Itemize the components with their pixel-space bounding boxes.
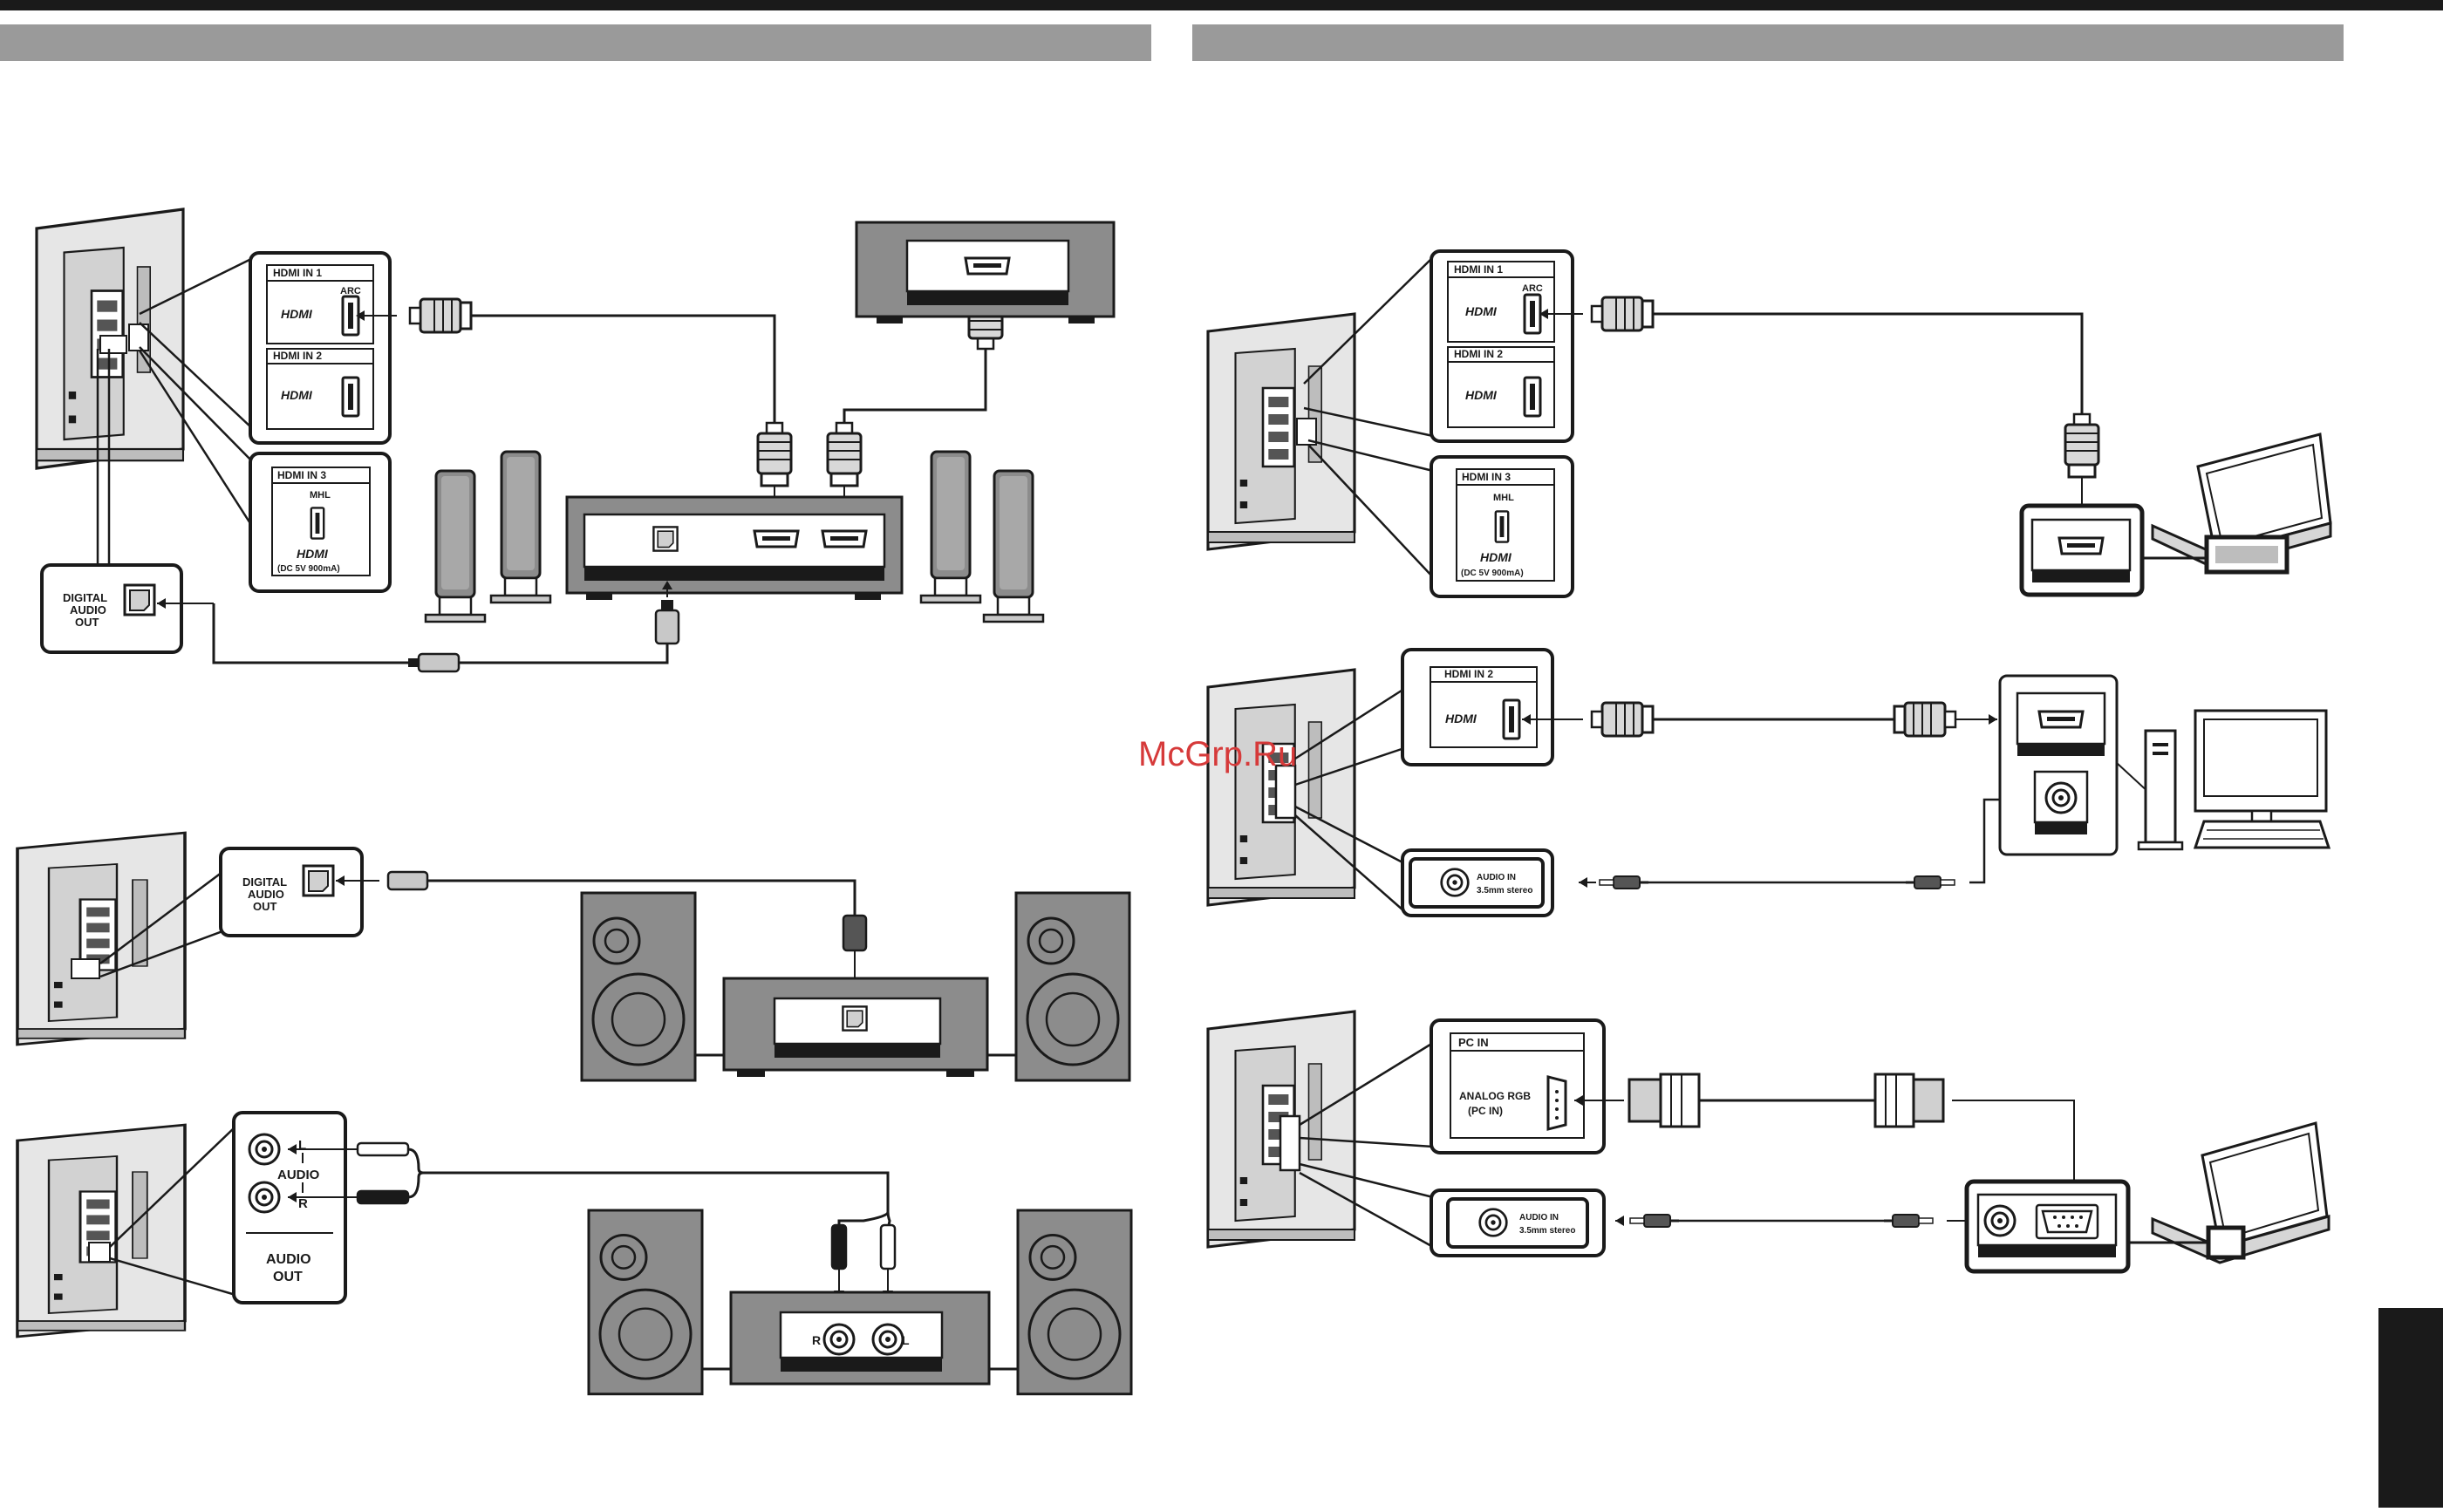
hdmi-in-2-port-pc[interactable]: [1504, 700, 1519, 739]
arc-label: ARC: [1522, 283, 1543, 294]
top-rule: [0, 0, 2443, 10]
digital-audio-out-jack-2[interactable]: [304, 866, 333, 896]
digital-audio-out-jack[interactable]: [125, 585, 154, 615]
pc-in-label: PC IN: [1458, 1036, 1489, 1049]
page-edge-tab: [2378, 1308, 2443, 1508]
left-section-header-bar: [0, 24, 1151, 61]
pc-in-vga-port[interactable]: [1548, 1077, 1566, 1129]
digital-audio-out-label-2: AUDIO: [70, 603, 106, 616]
rca-cable: [423, 1173, 888, 1212]
laptop-hdmi-port: [2059, 538, 2103, 554]
watermark: McGrp.Ru: [1138, 735, 1297, 773]
speaker-left-3: [589, 1210, 702, 1394]
hdmi-logo: HDMI: [1480, 550, 1512, 564]
audio-out-l-jack[interactable]: [249, 1134, 279, 1164]
receiver-r-jack: [824, 1325, 854, 1354]
speaker-left-2: [582, 893, 695, 1080]
hdmi-in-1-label: HDMI IN 1: [273, 267, 322, 279]
digital-audio-out-panel: [42, 565, 181, 652]
speaker-right-2: [1016, 893, 1129, 1080]
amp-optical-in: [653, 527, 677, 550]
dc-rating-label: (DC 5V 900mA): [277, 564, 340, 574]
tv-back-left-3: [17, 1125, 185, 1337]
hdmi-cable-laptop: [1653, 314, 2082, 419]
tower-speaker-1: [426, 471, 485, 622]
tv-back-right-1: [1208, 314, 1355, 549]
digital-audio-out-label-2: AUDIO: [248, 888, 284, 901]
hdmi-in-3-label: HDMI IN 3: [277, 469, 326, 481]
arc-label: ARC: [340, 286, 361, 296]
digital-audio-out-label-1: DIGITAL: [242, 875, 287, 889]
hdmi-logo: HDMI: [281, 388, 313, 402]
audio-out-label-1: AUDIO: [266, 1252, 311, 1267]
tv-back-left-2: [17, 833, 185, 1045]
hdmi-in-3-label: HDMI IN 3: [1462, 471, 1511, 483]
tower-speaker-2: [491, 452, 550, 603]
receiver-l-label: L: [902, 1333, 910, 1347]
hdmi-logo: HDMI: [297, 547, 329, 561]
tower-speaker-4: [984, 471, 1043, 622]
audio-in-label: AUDIO IN: [1519, 1213, 1559, 1223]
hdmi-logo: HDMI: [281, 307, 313, 321]
hdmi-plug-amp-in-2: [828, 423, 861, 486]
amp-hdmi-in-1: [754, 531, 798, 547]
digital-audio-out-panel-2: [221, 848, 362, 936]
hdmi-plug-laptop: [2065, 414, 2098, 477]
hdmi-in-2-port-right[interactable]: [1525, 378, 1540, 416]
receiver-l-jack: [873, 1325, 903, 1354]
mhl-label: MHL: [310, 490, 331, 501]
hdmi-in-1-port-right[interactable]: [1525, 295, 1540, 333]
dc-rating-label: (DC 5V 900mA): [1461, 569, 1524, 578]
digital-audio-out-label-3: OUT: [253, 900, 277, 913]
hdmi-plug-amp-in-1: [758, 423, 791, 486]
audio-in-jack-vga[interactable]: [1480, 1209, 1507, 1236]
hdmi-in-3-port[interactable]: [311, 507, 324, 538]
receiver-r-label: R: [812, 1333, 821, 1347]
tower-speaker-3: [921, 452, 980, 603]
desktop-tower: [2146, 731, 2175, 842]
player-hdmi-out: [966, 258, 1009, 274]
amp-hdmi-in-2: [822, 531, 866, 547]
optical-cable-1: [214, 603, 419, 663]
hdmi-in-2-label: HDMI IN 2: [1454, 348, 1503, 360]
hdmi-cable-player: [844, 349, 986, 436]
stereo-35-label: 3.5mm stereo: [1477, 886, 1532, 896]
audio-l-label: L: [298, 1138, 306, 1153]
vga-plug-tv: [1629, 1074, 1699, 1127]
audio-r-label: R: [298, 1196, 308, 1211]
hdmi-logo: HDMI: [1445, 712, 1477, 725]
hdmi-cable-arc: [471, 316, 775, 436]
vga-plug-laptop: [1875, 1074, 1943, 1127]
hdmi-in-2-port[interactable]: [343, 378, 358, 416]
pc-audio-out-jack: [2046, 783, 2076, 813]
laptop-vga-port: [2037, 1205, 2098, 1238]
speaker-right-3: [1018, 1210, 1131, 1394]
receiver-optical-in: [843, 1006, 866, 1030]
audio-label: AUDIO: [277, 1168, 320, 1182]
laptop-audio-out-jack: [1985, 1206, 2015, 1236]
audio-out-r-jack[interactable]: [249, 1182, 279, 1212]
analog-rgb-sub-label: (PC IN): [1468, 1105, 1503, 1117]
digital-audio-out-label-3: OUT: [75, 616, 99, 629]
stereo-35-label: 3.5mm stereo: [1519, 1226, 1575, 1236]
audio-in-jack-pc[interactable]: [1442, 869, 1469, 896]
digital-audio-out-label-1: DIGITAL: [63, 591, 107, 604]
hdmi-logo: HDMI: [1465, 304, 1498, 318]
hdmi-in-2-label: HDMI IN 2: [273, 350, 322, 362]
mhl-label: MHL: [1493, 493, 1514, 503]
hdmi-in-1-label: HDMI IN 1: [1454, 263, 1503, 276]
audio-in-label: AUDIO IN: [1477, 873, 1516, 882]
audio-out-label-2: OUT: [273, 1270, 303, 1284]
pc-hdmi-port: [2039, 712, 2083, 727]
hdmi-in-2-label: HDMI IN 2: [1444, 668, 1493, 680]
analog-rgb-label: ANALOG RGB: [1459, 1090, 1531, 1102]
right-section-header-bar: [1192, 24, 2344, 61]
hdmi-logo: HDMI: [1465, 388, 1498, 402]
hdmi-in-3-port-right[interactable]: [1496, 511, 1508, 541]
